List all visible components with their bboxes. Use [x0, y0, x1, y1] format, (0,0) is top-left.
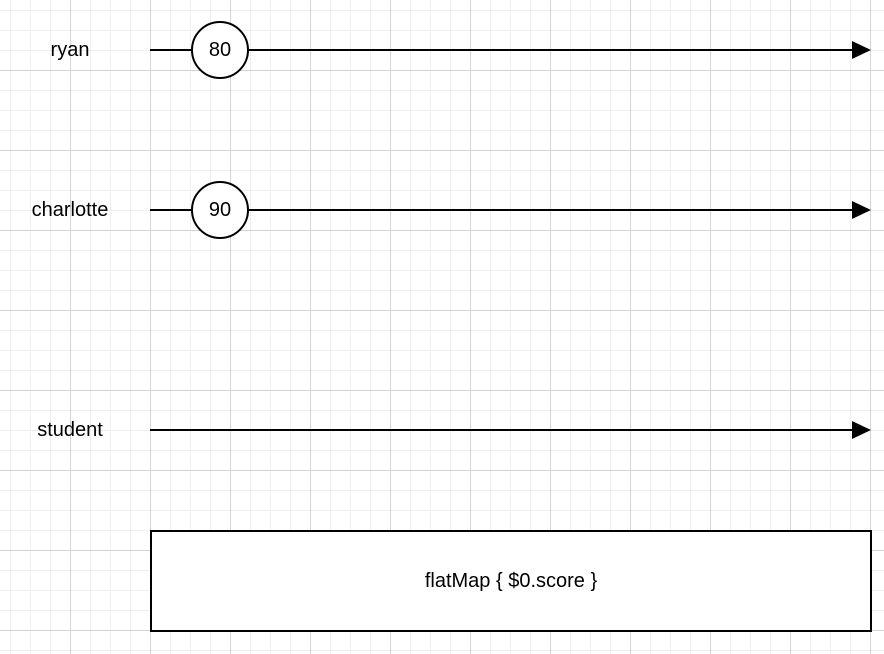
arrow-right-icon — [852, 201, 871, 219]
arrow-right-icon — [852, 41, 871, 59]
stream-label-charlotte: charlotte — [31, 199, 109, 221]
timeline-student — [150, 429, 857, 431]
timeline-charlotte — [150, 209, 857, 211]
marble-charlotte-value: 90 — [191, 181, 249, 239]
operator-box: flatMap { $0.score } — [150, 530, 872, 632]
timeline-ryan — [150, 49, 857, 51]
marble-ryan-value: 80 — [191, 21, 249, 79]
arrow-right-icon — [852, 421, 871, 439]
operator-label: flatMap { $0.score } — [424, 569, 598, 592]
stream-label-student: student — [37, 419, 103, 441]
stream-label-ryan: ryan — [50, 39, 90, 61]
